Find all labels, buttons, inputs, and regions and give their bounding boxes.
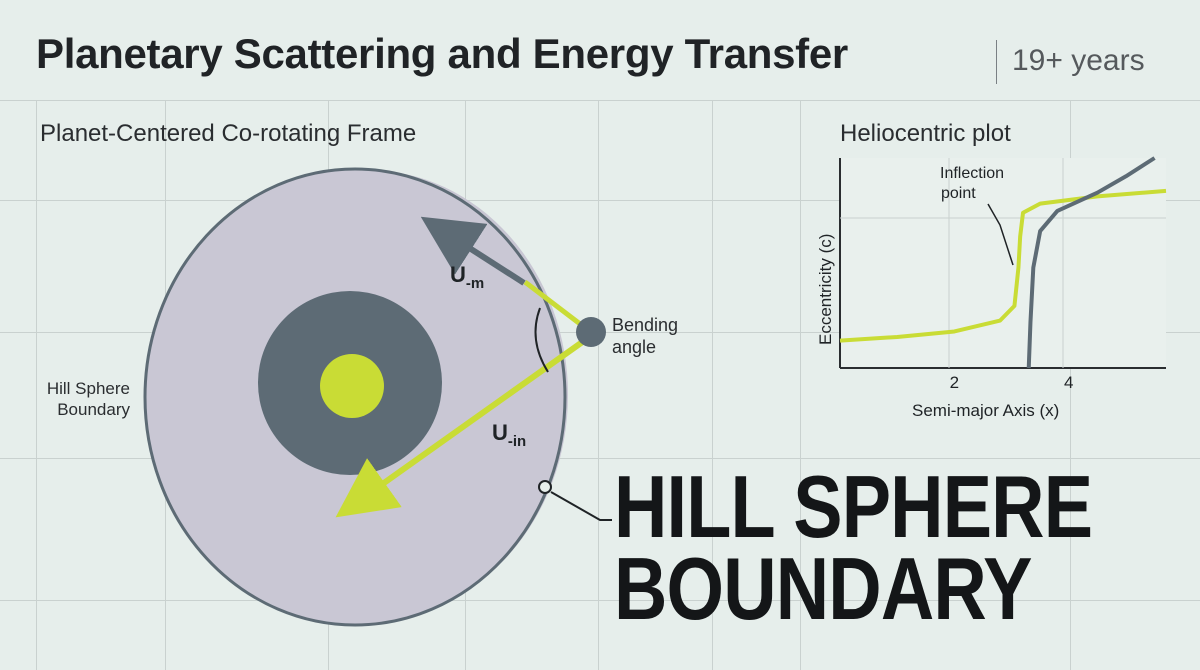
vector-in-label: U bbox=[492, 420, 508, 445]
page-title: Planetary Scattering and Energy Transfer bbox=[36, 30, 848, 77]
chart-series-line-1 bbox=[839, 188, 1167, 343]
vector-in-arrow bbox=[335, 335, 590, 518]
vector-out-arrow bbox=[420, 216, 526, 286]
callout-line-1: HILL SPHERE bbox=[614, 457, 1093, 556]
grid-line bbox=[712, 100, 713, 670]
inflection-pointer bbox=[987, 203, 1014, 266]
bending-angle-label: Bending angle bbox=[612, 315, 679, 357]
chart-series-line-2 bbox=[1026, 156, 1156, 369]
chart-series-group bbox=[839, 156, 1167, 369]
planet-core bbox=[320, 354, 384, 418]
grid-line bbox=[1070, 100, 1071, 670]
vector-in-subscript: -in bbox=[508, 433, 526, 450]
vector-out-label: U bbox=[450, 262, 466, 287]
grid-line bbox=[0, 200, 1200, 201]
callout-line-2: BOUNDARY bbox=[614, 539, 1032, 638]
grid-line bbox=[598, 100, 599, 670]
trajectory-out-segment bbox=[523, 280, 590, 332]
vector-out-subscript: -m bbox=[466, 275, 484, 292]
frame-label: Planet-Centered Co-rotating Frame bbox=[40, 120, 417, 147]
bending-angle-arc bbox=[534, 307, 549, 373]
grid-line bbox=[0, 458, 1200, 459]
callout-marker bbox=[538, 480, 552, 494]
callout-leader-line bbox=[550, 491, 612, 521]
chart-x-tick-label: 2 bbox=[950, 373, 959, 392]
hill-sphere-callout: HILL SPHERE BOUNDARY bbox=[614, 457, 1093, 638]
title-divider bbox=[996, 40, 997, 84]
svg-text:U-in: U-in bbox=[492, 420, 526, 450]
chart-plot-area bbox=[840, 158, 1166, 368]
grid-line bbox=[0, 600, 1200, 601]
scatter-body bbox=[576, 317, 606, 347]
heliocentric-title: Heliocentric plot bbox=[840, 120, 1011, 147]
svg-text:U-m: U-m bbox=[450, 262, 484, 292]
hill-sphere-label: Hill Sphere Boundary bbox=[46, 379, 130, 419]
chart-y-label: Eccentricity (c) bbox=[816, 234, 835, 345]
inflection-label-line2: point bbox=[941, 185, 976, 202]
grid-line bbox=[800, 100, 801, 670]
grid-line bbox=[36, 100, 37, 670]
years-badge: 19+ years bbox=[1012, 44, 1145, 77]
chart-x-tick-label: 4 bbox=[1064, 373, 1073, 392]
grid-line bbox=[0, 100, 1200, 101]
inflection-label-line1: Inflection bbox=[940, 165, 1004, 182]
chart-x-label: Semi-major Axis (x) bbox=[912, 401, 1059, 420]
